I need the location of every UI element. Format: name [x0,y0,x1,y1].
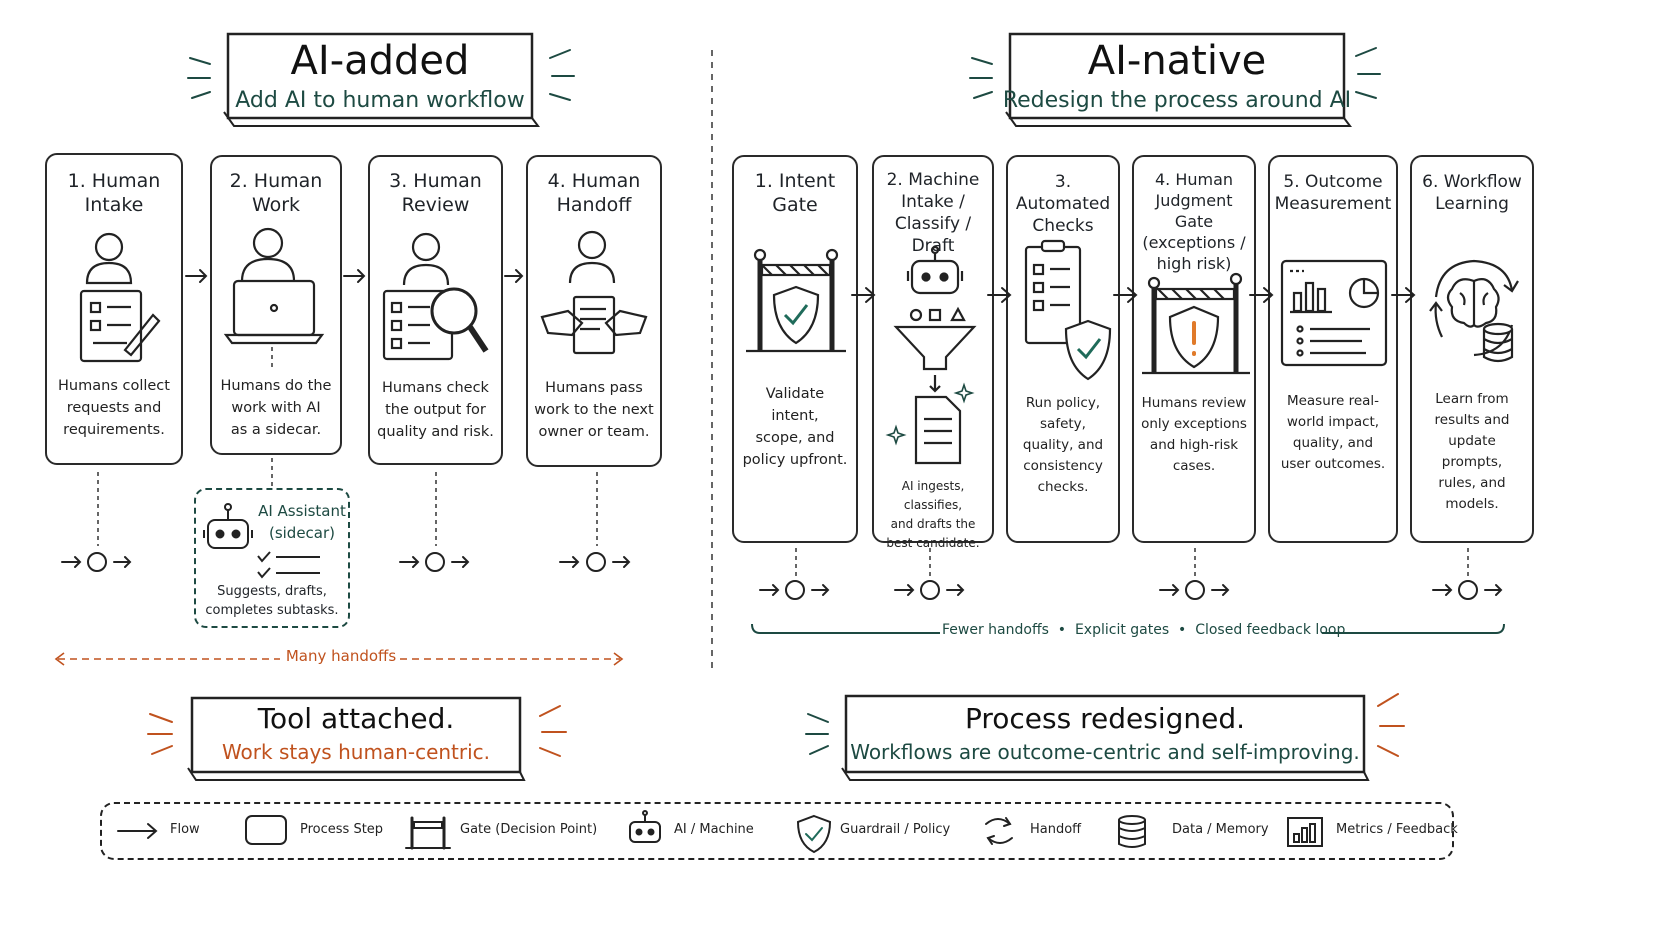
clipboard-shield-icon [1024,239,1112,381]
legend-label-data-memory: Data / Memory [1172,822,1269,837]
legend: Flow Process Step Gate (Decision Point) … [100,802,1458,860]
flow-arrow-icon [117,823,158,839]
process-step-icon [245,815,287,845]
left-step-1: 1. Human Intake Humans collect requests … [45,153,183,465]
robot-icon [203,503,320,579]
shield-icon [796,814,832,854]
right-banner: AI-native Redesign the process around AI [1002,30,1352,130]
ai-assistant-desc: Suggests, drafts, completes subtasks. [205,584,339,618]
robot-funnel-document-icon [885,245,977,465]
person-magnifier-icon [382,232,489,361]
left-step-3: 3. Human Review Humans check the output … [368,155,503,465]
right-step-4: 4. Human Judgment Gate (exceptions / hig… [1132,155,1256,543]
step-title: 4. Human Handoff [547,170,641,216]
right-step-3: 3. Automated Checks Run policy, safety, … [1006,155,1120,543]
right-banner-subtitle: Redesign the process around AI [1002,88,1352,113]
left-step-2: 2. Human Work Humans do the work with AI… [210,155,342,455]
step-desc: Humans pass work to the next owner or te… [534,380,654,440]
many-handoffs-label: Many handoffs [285,647,397,665]
left-banner: AI-added Add AI to human workflow [220,30,540,130]
step-desc: Validate intent, scope, and policy upfro… [742,386,848,468]
banner-scroll-shape [1005,32,1352,127]
banner-scroll-shape [223,32,540,127]
step-desc: Humans review only exceptions and high-r… [1141,395,1247,474]
step-title: 5. Outcome Measurement [1274,172,1392,214]
step-desc: Humans do the work with AI as a sidecar. [220,378,332,438]
gate-warning-shield-icon [1142,272,1250,375]
step-title: 2. Machine Intake / Classify / Draft [886,170,980,256]
dashboard-chart-icon [1280,259,1388,367]
step-title: 4. Human Judgment Gate (exceptions / hig… [1142,170,1246,273]
banner-scroll-shape [841,694,1370,781]
step-desc: Run policy, safety, quality, and consist… [1022,395,1104,495]
brain-database-cycle-icon [1429,259,1519,363]
left-footer-subtitle: Work stays human-centric. [221,740,491,764]
right-footer-title: Process redesigned. [964,702,1246,735]
step-desc: Humans collect requests and requirements… [58,378,170,438]
step-title: 6. Workflow Learning [1422,172,1522,214]
step-title: 2. Human Work [229,170,323,216]
legend-label-flow: Flow [170,822,200,837]
legend-label-metrics: Metrics / Feedback [1336,822,1458,837]
legend-label-gate: Gate (Decision Point) [460,822,598,837]
left-footer-banner: Tool attached. Work stays human-centric. [186,694,526,786]
step-desc: AI ingests, classifies, and drafts the b… [886,479,980,550]
step-title: 3. Automated Checks [1015,172,1111,236]
bar-chart-icon [1287,817,1323,847]
legend-icons [117,810,1323,854]
right-step-2: 2. Machine Intake / Classify / Draft AI … [872,155,994,550]
ai-assistant-sidecar: AI Assistant (sidecar) Suggests, drafts,… [194,488,350,628]
step-title: 1. Intent Gate [754,170,836,216]
right-banner-title: AI-native [1087,38,1267,84]
right-step-1: 1. Intent Gate Validate intent, scope, a… [732,155,858,543]
right-footer-banner: Process redesigned. Workflows are outcom… [840,692,1370,786]
legend-label-guardrail: Guardrail / Policy [840,822,951,837]
right-step-6: 6. Workflow Learning Learn from results … [1410,155,1534,543]
handoff-hands-icon [540,230,648,355]
handoff-cycle-icon [985,817,1013,845]
legend-label-process-step: Process Step [300,822,384,837]
gate-shield-icon [746,248,846,353]
legend-label-ai-machine: AI / Machine [674,822,754,837]
gate-icon [405,816,451,850]
left-banner-title: AI-added [290,38,470,84]
step-desc: Learn from results and update prompts, r… [1434,391,1510,512]
left-footer-title: Tool attached. [257,702,455,735]
legend-label-handoff: Handoff [1030,822,1082,837]
left-banner-subtitle: Add AI to human workflow [235,88,525,113]
step-desc: Humans check the output for quality and … [377,380,494,440]
person-checklist-icon [79,232,161,363]
ai-assistant-title: AI Assistant (sidecar) [258,502,346,542]
left-step-4: 4. Human Handoff Humans pass work to the… [526,155,662,467]
right-step-5: 5. Outcome Measurement Measure real- wor… [1268,155,1398,543]
banner-scroll-shape [187,696,526,781]
summary-note: Fewer handoffs • Explicit gates • Closed… [942,622,1346,638]
step-desc: Measure real- world impact, quality, and… [1280,393,1386,472]
step-title: 3. Human Review [389,170,482,216]
right-footer-subtitle: Workflows are outcome-centric and self-i… [850,740,1360,764]
step-title: 1. Human Intake [67,170,161,216]
database-icon [1118,815,1146,848]
person-laptop-icon [223,227,325,371]
robot-icon [629,810,661,843]
